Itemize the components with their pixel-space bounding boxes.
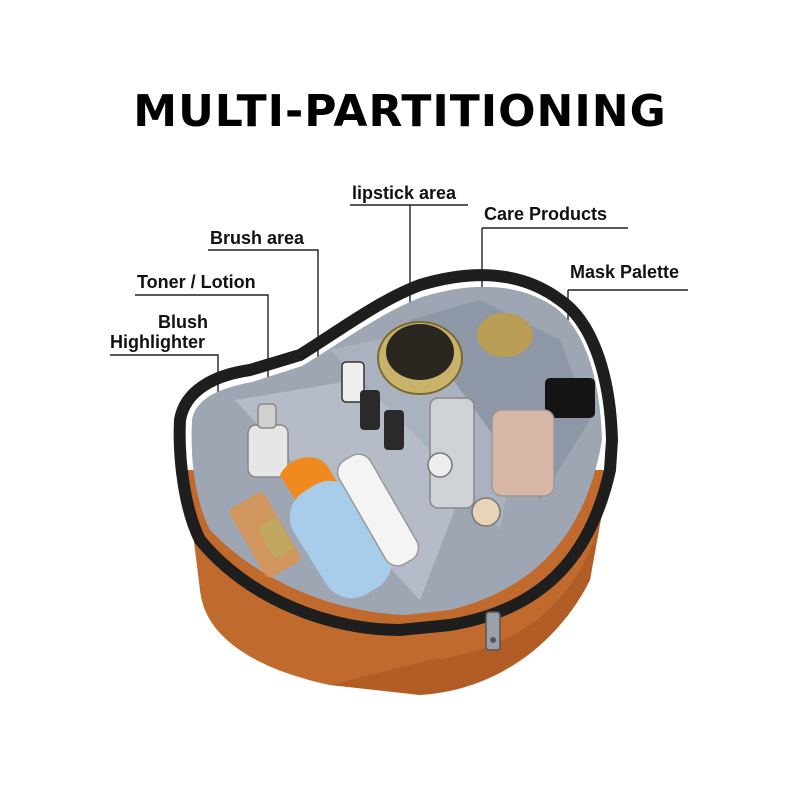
- label-toner-lotion: Toner / Lotion: [137, 272, 256, 292]
- page-title: MULTI-PARTITIONING: [133, 86, 667, 137]
- label-mask-palette: Mask Palette: [570, 262, 680, 282]
- label-lipstick-area: lipstick area: [352, 183, 457, 203]
- label-brush-area: Brush area: [210, 228, 305, 248]
- label-highlighter: Highlighter: [110, 332, 205, 352]
- label-care-products: Care Products: [484, 204, 608, 224]
- label-blush: Blush: [158, 312, 209, 332]
- cosmetic-items: [229, 313, 595, 599]
